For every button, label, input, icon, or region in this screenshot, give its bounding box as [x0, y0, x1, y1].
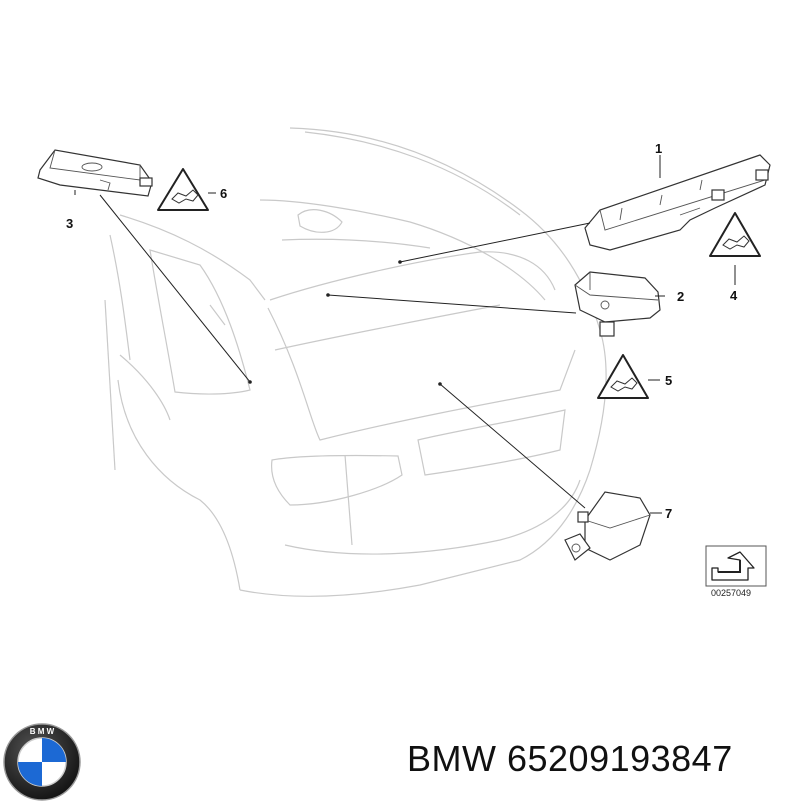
bmw-logo: B M W [3, 723, 81, 801]
part-number-label: BMW 65209193847 [407, 738, 733, 779]
bmw-logo-letters: B M W [30, 727, 55, 736]
car-outline [104, 127, 607, 597]
callout-4: 4 [730, 288, 738, 303]
part-3-antenna-amplifier [37, 149, 153, 197]
warning-triangle-4 [709, 212, 761, 257]
leader-lines [74, 155, 736, 514]
callout-3: 3 [66, 216, 73, 231]
part-2-module [574, 271, 661, 337]
callout-5: 5 [665, 373, 672, 388]
callout-2: 2 [677, 289, 684, 304]
orientation-arrow-box [705, 545, 767, 587]
warning-triangle-6 [157, 168, 209, 211]
diagram-id: 00257049 [711, 588, 751, 598]
part-7-module [564, 491, 651, 561]
part-1-control-unit [584, 154, 771, 251]
callout-1: 1 [655, 141, 662, 156]
warning-triangle-5 [597, 354, 649, 399]
callout-7: 7 [665, 506, 672, 521]
callout-6: 6 [220, 186, 227, 201]
